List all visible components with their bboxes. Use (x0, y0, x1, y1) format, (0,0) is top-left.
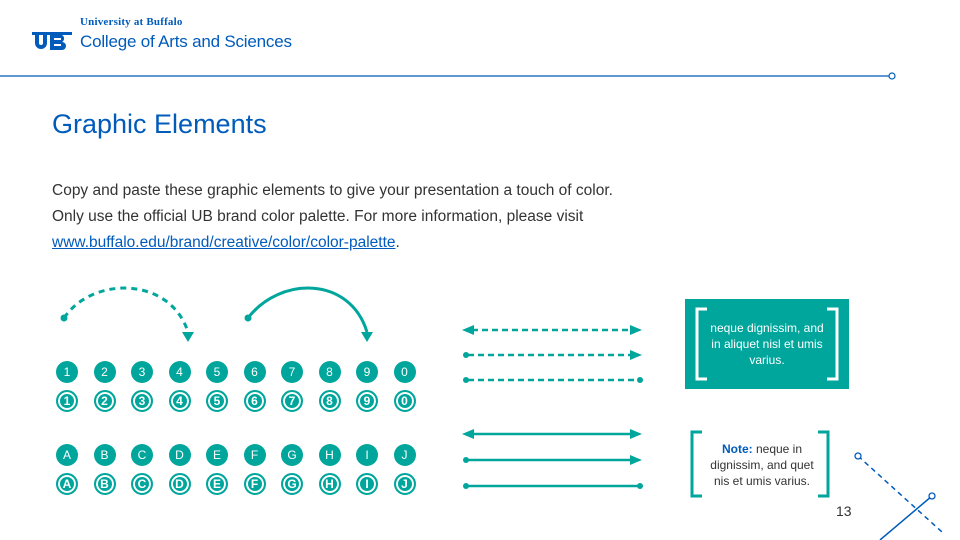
filled-number-circle-9: 9 (356, 361, 378, 383)
outlined-letter-circle-i: I (356, 473, 378, 495)
filled-number-circle-4: 4 (168, 361, 191, 383)
filled-letter-circle-j: J (393, 444, 416, 466)
callout2-brackets (690, 430, 830, 498)
filled-number-circle-1: 1 (56, 361, 78, 383)
note-label: Note: (721, 442, 753, 456)
outlined-letter-circle-j: J (393, 473, 416, 495)
dashed-arc-arrow (62, 286, 190, 333)
page-number: 13 (836, 503, 852, 519)
dashed-double-arrow-1 (462, 325, 642, 335)
outlined-number-circle-6: 6 (243, 390, 266, 412)
solid-arc-arrow (246, 286, 369, 333)
graphic-elements (60, 286, 943, 540)
outlined-letter-circle-g: G (281, 473, 303, 495)
outlined-letter-circle-f: F (243, 473, 266, 495)
body-paragraph: Copy and paste these graphic elements to… (52, 178, 632, 256)
outlined-letter-circle-h: H (318, 473, 341, 495)
filled-number-circle-6: 6 (243, 361, 266, 383)
outlined-number-circle-7: 7 (281, 390, 303, 412)
note-body: neque in dignissim, and quet nis et umis… (710, 442, 814, 488)
outlined-letter-circle-c: C (131, 473, 153, 495)
color-palette-link[interactable]: www.buffalo.edu/brand/creative/color/col… (52, 234, 396, 251)
filled-letter-circle-c: C (131, 444, 153, 466)
filled-number-circle-5: 5 (206, 361, 228, 383)
dashed-arc-start-dot (60, 314, 68, 322)
outlined-number-circle-0: 0 (393, 390, 416, 412)
filled-letter-circle-a: A (56, 444, 78, 466)
diagonal-solid-line (879, 492, 936, 540)
outlined-letter-circle-a: A (56, 473, 78, 495)
outlined-letter-circle-b: B (93, 473, 116, 495)
outlined-number-circle-3: 3 (131, 390, 153, 412)
ub-logo-icon (32, 32, 72, 50)
dashed-arc-head (182, 332, 194, 342)
filled-number-circle-0: 0 (393, 361, 416, 383)
filled-number-circle-2: 2 (93, 361, 116, 383)
filled-number-circle-7: 7 (281, 361, 303, 383)
outlined-number-circle-1: 1 (56, 390, 78, 412)
body-text-suffix: . (395, 234, 400, 251)
solid-double-arrow-1 (462, 429, 642, 439)
dashed-dot-line-3 (463, 377, 643, 383)
solid-dot-line-3 (463, 483, 643, 489)
solid-arrow-2 (463, 455, 642, 465)
outlined-letter-circle-e: E (206, 473, 228, 495)
diagonal-dashed-line (854, 452, 943, 533)
filled-letter-circle-e: E (206, 444, 228, 466)
filled-letter-circle-h: H (318, 444, 341, 466)
header-divider (0, 72, 896, 80)
slide-title: Graphic Elements (52, 109, 267, 139)
outlined-number-circle-4: 4 (168, 390, 191, 412)
outlined-number-circle-2: 2 (93, 390, 116, 412)
outlined-number-circle-9: 9 (356, 390, 378, 412)
filled-number-circle-8: 8 (318, 361, 341, 383)
filled-letter-circle-g: G (281, 444, 303, 466)
outlined-number-circle-5: 5 (206, 390, 228, 412)
filled-letter-circle-d: D (168, 444, 191, 466)
college-name: College of Arts and Sciences (80, 32, 292, 51)
filled-letter-circle-b: B (93, 444, 116, 466)
body-text-prefix: Copy and paste these graphic elements to… (52, 182, 613, 225)
filled-letter-circle-f: F (243, 444, 266, 466)
outlined-letter-circle-d: D (168, 473, 191, 495)
university-name: University at Buffalo (80, 16, 183, 28)
solid-arc-head (361, 332, 373, 342)
filled-letter-circle-i: I (356, 444, 378, 466)
teal-callout-box (685, 299, 849, 389)
callout1-text: neque dignissim, and in aliquet nisl et … (710, 321, 824, 367)
outlined-number-circle-8: 8 (318, 390, 341, 412)
solid-arc-start-dot (244, 314, 252, 322)
dashed-arrow-2 (463, 350, 642, 360)
callout2-text: Note: neque in dignissim, and quet nis e… (702, 441, 822, 489)
filled-number-circle-3: 3 (131, 361, 153, 383)
callout1-brackets (695, 307, 839, 381)
